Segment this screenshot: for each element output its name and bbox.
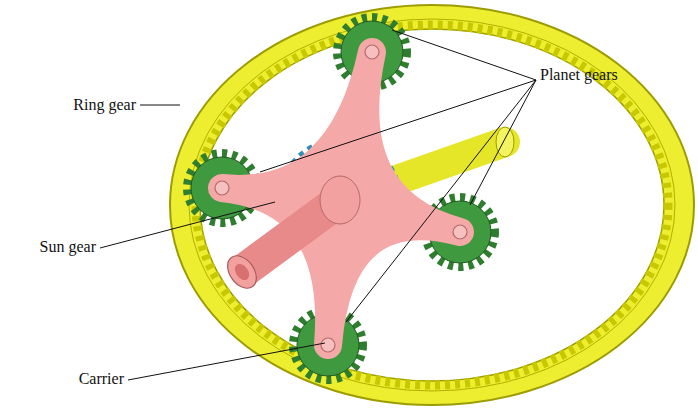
carrier-pin bbox=[215, 181, 229, 195]
leader-line bbox=[392, 30, 536, 80]
carrier-plate bbox=[222, 52, 460, 345]
leader-line bbox=[140, 105, 180, 106]
ring-gear-teeth bbox=[196, 25, 668, 385]
ring-gear-bore bbox=[200, 29, 664, 381]
input-shaft-bore bbox=[232, 261, 252, 283]
carrier-pin bbox=[453, 225, 467, 239]
part-label: Carrier bbox=[79, 370, 124, 388]
carrier-hub bbox=[320, 176, 360, 224]
planet-gears bbox=[188, 18, 494, 379]
leader-line bbox=[346, 80, 536, 322]
leader-line bbox=[128, 343, 325, 380]
ring-gear-body bbox=[170, 5, 694, 405]
carrier bbox=[215, 45, 467, 352]
leader-lines bbox=[100, 30, 536, 380]
carrier-plate-fill bbox=[222, 52, 460, 345]
leader-line bbox=[100, 202, 275, 248]
carrier-pin bbox=[365, 45, 379, 59]
part-label: Sun gear bbox=[40, 238, 96, 256]
leader-line bbox=[470, 80, 536, 205]
carrier-pin bbox=[321, 338, 335, 352]
part-label: Ring gear bbox=[73, 96, 136, 114]
part-label: Planet gears bbox=[540, 66, 618, 84]
input-shaft-end bbox=[222, 250, 263, 293]
output-shaft-end bbox=[496, 127, 514, 157]
